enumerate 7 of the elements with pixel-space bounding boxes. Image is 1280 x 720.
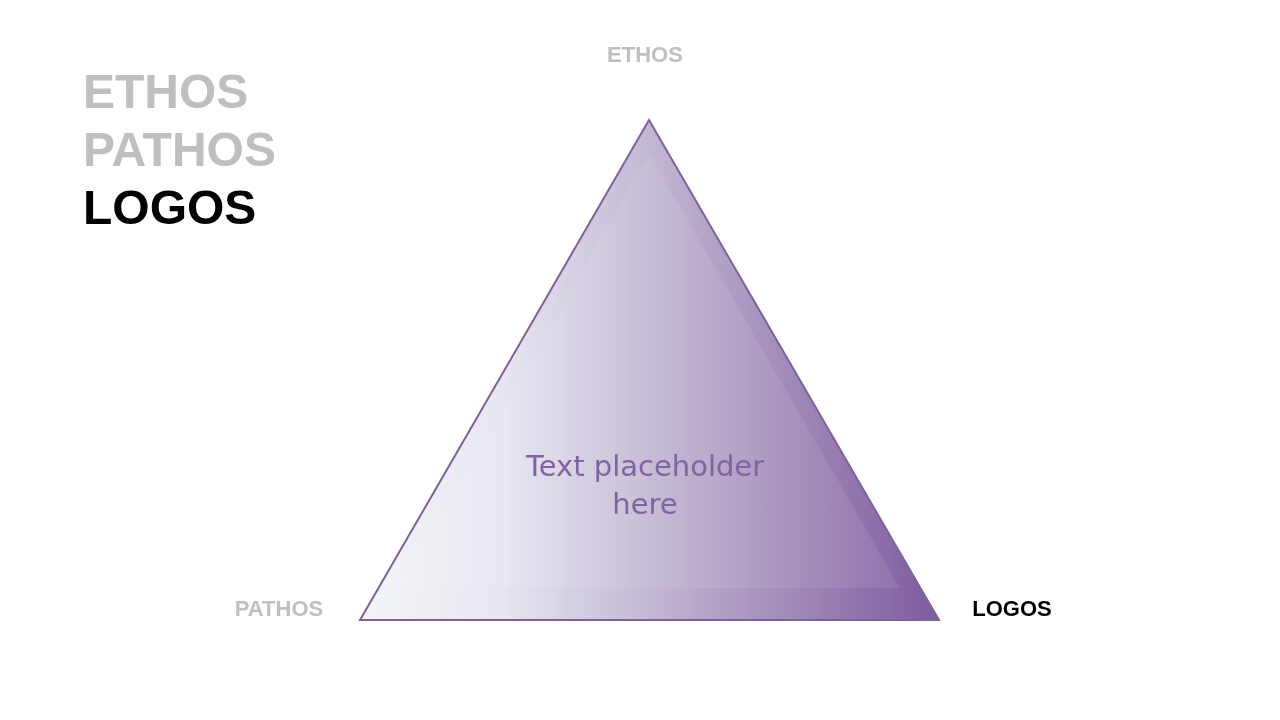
label-text: ETHOS <box>83 68 249 116</box>
label-text: LOGOS <box>83 184 257 232</box>
label-text: PATHOS <box>83 126 276 174</box>
label-text: LOGOS <box>972 598 1052 620</box>
label-text: PATHOS <box>234 598 324 620</box>
label-text: ETHOS <box>607 44 683 66</box>
placeholder-text: Text placeholder here <box>524 448 766 523</box>
